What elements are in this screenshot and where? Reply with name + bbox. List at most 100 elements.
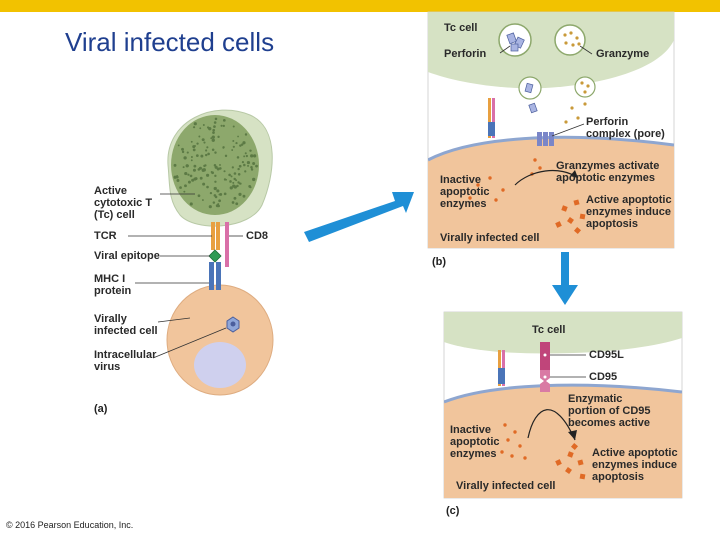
viral-epitope	[208, 249, 222, 263]
nucleus-speckle	[189, 174, 193, 178]
nucleus-speckle	[244, 133, 248, 136]
active-enzyme-square	[579, 213, 586, 220]
perforin-pore	[537, 132, 554, 146]
panel-c-tc-cell	[444, 312, 682, 354]
active-enzyme-square	[570, 442, 579, 451]
leader-infected	[157, 317, 191, 323]
nucleus-speckle	[177, 144, 180, 147]
b-label-active-enzymes: Active apoptotic enzymes induce apoptosi…	[586, 194, 672, 230]
panel-c-letter: (c)	[446, 505, 460, 517]
nucleus-speckle	[250, 154, 254, 158]
nucleus-speckle	[181, 150, 185, 154]
nucleus-speckle	[212, 128, 216, 132]
nucleus-speckle	[249, 186, 252, 189]
arrow-right-shape	[304, 192, 414, 242]
intracellular-virus	[226, 316, 240, 333]
nucleus-speckle	[232, 139, 235, 142]
nucleus-speckle	[216, 167, 220, 171]
nucleus-speckle	[252, 162, 256, 166]
tcr-right-chain	[216, 222, 220, 250]
nucleus-speckle	[198, 135, 201, 138]
active-enzyme-square	[567, 451, 574, 458]
nucleus-speckle	[238, 182, 241, 185]
nucleus-speckle	[192, 126, 196, 129]
nucleus-speckle	[181, 147, 184, 151]
nucleus-speckle	[202, 168, 206, 172]
nucleus-speckle	[216, 189, 220, 193]
nucleus-speckle	[252, 177, 256, 182]
nucleus-speckle	[204, 153, 208, 157]
nucleus-speckle	[243, 155, 246, 158]
b-label-inactive-enzymes: Inactive apoptotic enzymes	[440, 174, 490, 210]
c-label-infected-cell: Virally infected cell	[456, 480, 556, 492]
nucleus-speckle	[192, 168, 196, 172]
nucleus-speckle	[173, 175, 177, 179]
granzyme-vesicle	[554, 24, 586, 56]
label-cd8: CD8	[246, 230, 269, 242]
nucleus-speckle	[222, 124, 225, 128]
nucleus-speckle	[250, 168, 254, 171]
nucleus-speckle	[236, 156, 240, 159]
nucleus-speckle	[218, 193, 221, 196]
panel-b-infected-cell	[428, 137, 674, 248]
nucleus-speckle	[210, 171, 213, 173]
nucleus-speckle	[231, 166, 234, 169]
nucleus-speckle	[212, 201, 216, 204]
nucleus-speckle	[184, 184, 187, 188]
nucleus-speckle	[242, 141, 246, 145]
nucleus-speckle	[196, 142, 199, 145]
nucleus-speckle	[235, 202, 239, 206]
nucleus-speckle	[223, 192, 227, 196]
granzyme-dot	[575, 36, 579, 40]
label-tcr: TCR	[94, 230, 117, 242]
nucleus-speckle	[213, 194, 217, 197]
active-enzyme-square	[573, 199, 580, 206]
tcr-left-chain	[211, 222, 215, 250]
label-mhc: MHC I protein	[94, 273, 132, 297]
c-label-cd95l: CD95L	[589, 349, 624, 361]
panel-c-infected-cell	[444, 385, 682, 498]
label-intracellular-virus: Intracellular virus	[94, 349, 157, 373]
nucleus-speckle	[241, 161, 245, 164]
active-enzyme-square	[579, 473, 586, 480]
b-label-granzymes-activate: Granzymes activate apoptotic enzymes	[556, 160, 660, 184]
granzyme-dot	[580, 81, 584, 85]
active-enzyme-square	[567, 217, 574, 224]
inactive-enzyme-dot	[513, 430, 517, 434]
nucleus-speckle	[217, 135, 220, 139]
inactive-enzyme-dot	[518, 444, 522, 448]
nucleus-speckle	[201, 199, 204, 201]
nucleus-speckle	[199, 127, 202, 130]
nucleus-speckle	[208, 127, 212, 131]
nucleus-speckle	[187, 173, 190, 176]
nucleus-speckle	[191, 178, 195, 182]
granzyme-dot	[583, 102, 587, 106]
leader-virus	[152, 327, 227, 359]
inactive-enzyme-dot	[494, 198, 498, 202]
nucleus-speckle	[244, 152, 247, 155]
nucleus-speckle	[237, 167, 240, 171]
inactive-enzyme-dot	[503, 423, 507, 427]
nucleus-speckle	[247, 164, 250, 167]
inactive-enzyme-dot	[523, 456, 527, 460]
c-label-tc-cell: Tc cell	[532, 324, 566, 336]
nucleus-speckle	[190, 140, 193, 143]
c-label-inactive-enzymes: Inactive apoptotic enzymes	[450, 424, 500, 460]
nucleus-speckle	[229, 180, 232, 183]
nucleus-speckle	[236, 184, 239, 188]
cd95-receptor	[540, 370, 550, 392]
nucleus-speckle	[231, 201, 235, 204]
inactive-enzyme-dot	[476, 183, 480, 187]
nucleus-speckle	[232, 125, 235, 128]
granzyme-dot	[570, 106, 574, 110]
nucleus-speckle	[193, 164, 197, 168]
nucleus-speckle	[233, 196, 237, 200]
nucleus-speckle	[237, 135, 239, 138]
nucleus-speckle	[199, 176, 203, 180]
granzyme-dot	[576, 116, 580, 120]
nucleus-speckle	[183, 190, 186, 193]
granzyme-dot	[586, 84, 590, 88]
nucleus-speckle	[218, 199, 222, 203]
nucleus-speckle	[214, 174, 217, 178]
